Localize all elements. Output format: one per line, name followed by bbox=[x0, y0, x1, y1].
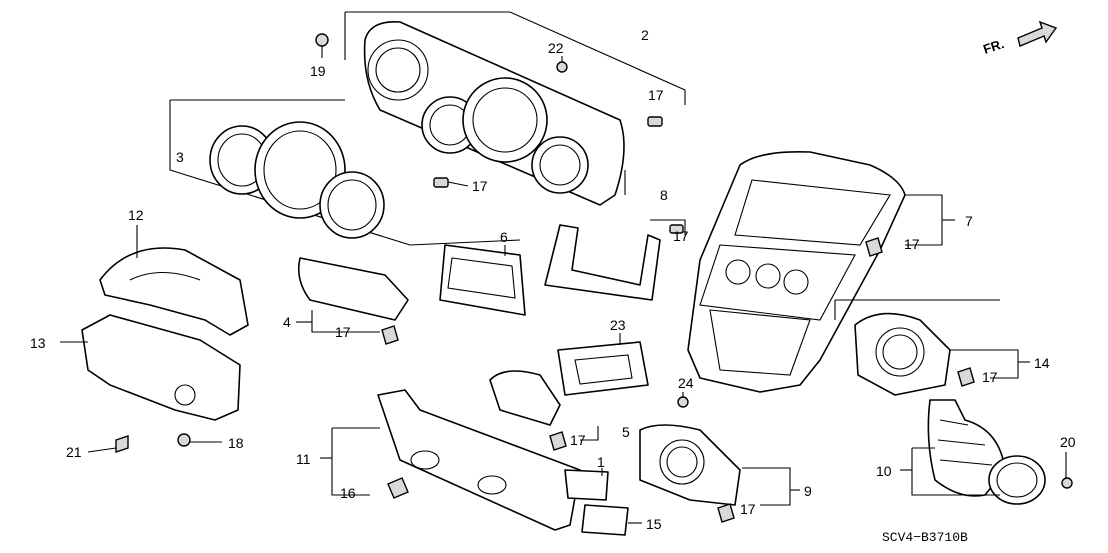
center-console-group bbox=[687, 150, 955, 393]
callout-7: 7 bbox=[965, 213, 973, 229]
shift-group bbox=[834, 299, 1073, 505]
sheet-1 bbox=[564, 469, 609, 501]
callout-5: 5 bbox=[622, 424, 630, 440]
clip-22 bbox=[556, 61, 568, 73]
callout-4: 4 bbox=[283, 314, 291, 330]
lower-column-cover bbox=[81, 314, 241, 421]
screw-20 bbox=[1061, 477, 1073, 489]
callout-20: 20 bbox=[1060, 434, 1076, 450]
callout-17-b: 17 bbox=[472, 178, 488, 194]
box-23 bbox=[557, 341, 649, 396]
screw-18 bbox=[177, 433, 222, 447]
callout-19: 19 bbox=[310, 63, 326, 79]
callout-17-g: 17 bbox=[982, 369, 998, 385]
meter-rings bbox=[209, 121, 385, 239]
pocket-6 bbox=[439, 244, 526, 316]
shift-panel-14 bbox=[854, 312, 951, 396]
callout-11: 11 bbox=[296, 451, 311, 467]
callout-17-h: 17 bbox=[740, 501, 756, 517]
screw-24 bbox=[677, 392, 689, 408]
callout-17-a: 17 bbox=[648, 87, 664, 103]
callout-21: 21 bbox=[66, 444, 82, 460]
callout-3: 3 bbox=[176, 149, 184, 165]
callout-17-e: 17 bbox=[335, 324, 351, 340]
callout-12: 12 bbox=[128, 207, 144, 223]
callout-17-f: 17 bbox=[570, 432, 586, 448]
callout-1: 1 bbox=[597, 454, 605, 470]
callout-8: 8 bbox=[660, 187, 668, 203]
callout-9: 9 bbox=[804, 483, 812, 499]
callout-24: 24 bbox=[678, 375, 694, 391]
clip-16 bbox=[387, 477, 409, 499]
callout-16: 16 bbox=[340, 485, 356, 501]
callout-18: 18 bbox=[228, 435, 244, 451]
meter-panel-group bbox=[169, 11, 686, 246]
lid-5 bbox=[489, 370, 561, 426]
bracket-8 bbox=[544, 224, 661, 301]
column-cover-group bbox=[60, 225, 249, 453]
callout-14: 14 bbox=[1034, 355, 1050, 371]
clip-17-b bbox=[433, 177, 449, 188]
upper-column-cover bbox=[99, 247, 249, 336]
callout-6: 6 bbox=[500, 229, 508, 245]
callout-10: 10 bbox=[876, 463, 892, 479]
diagram-code: SCV4−B3710B bbox=[882, 530, 968, 545]
screw-21 bbox=[87, 435, 129, 453]
lid-4 bbox=[297, 257, 409, 321]
cover-9 bbox=[639, 424, 741, 506]
sheet-15 bbox=[581, 504, 629, 536]
clip-17-a bbox=[647, 116, 663, 127]
callout-13: 13 bbox=[30, 335, 46, 351]
callout-23: 23 bbox=[610, 317, 626, 333]
callout-17-c: 17 bbox=[673, 228, 689, 244]
center-parts-group bbox=[296, 219, 800, 536]
direction-label: FR. bbox=[981, 36, 1006, 57]
callout-22: 22 bbox=[548, 40, 564, 56]
callout-17-d: 17 bbox=[904, 236, 920, 252]
screw-19 bbox=[315, 33, 329, 52]
callout-2: 2 bbox=[641, 27, 649, 43]
callout-15: 15 bbox=[646, 516, 662, 532]
front-direction-arrow: FR. bbox=[981, 20, 1058, 57]
